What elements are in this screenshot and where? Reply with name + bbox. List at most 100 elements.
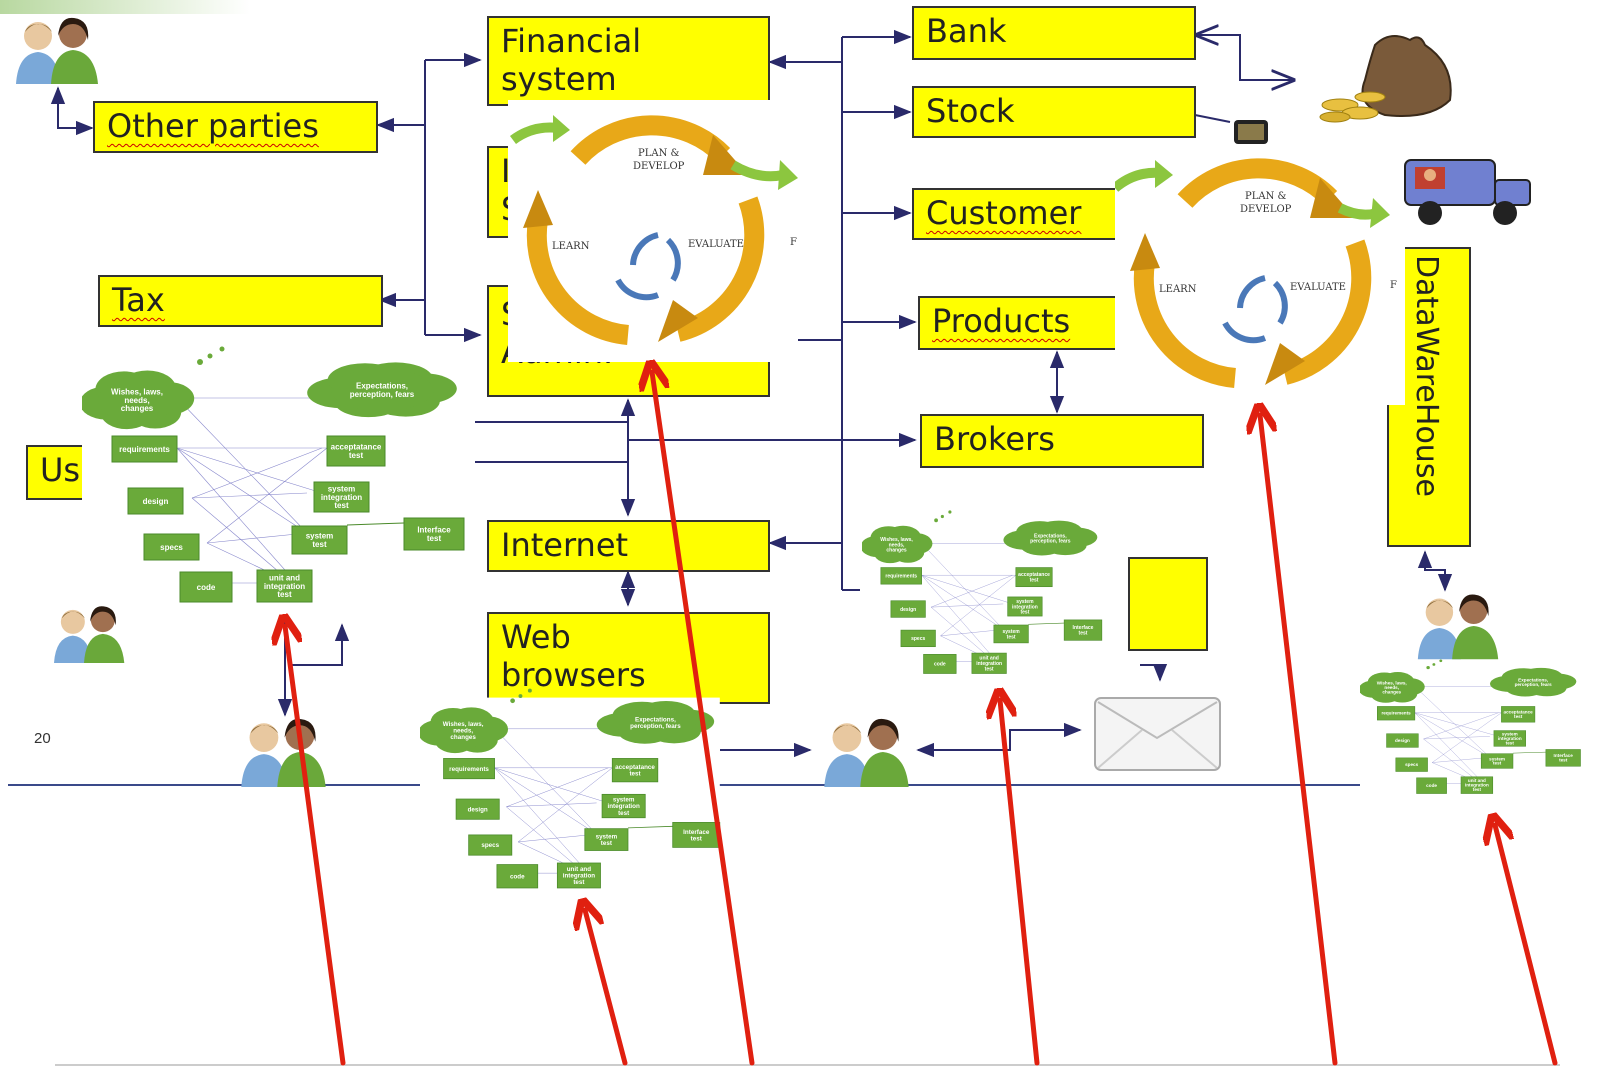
brokers-label: Brokers xyxy=(934,420,1055,458)
bank-label: Bank xyxy=(926,12,1007,50)
pdca-plan-2: PLAN & xyxy=(1245,191,1287,202)
wishes-label: Wishes, laws,needs,changes xyxy=(443,721,484,741)
other-parties-label: Other parties xyxy=(107,107,319,145)
vm-design-box xyxy=(890,600,926,618)
vm-specs-box xyxy=(900,629,936,648)
red-arrow-6 xyxy=(1495,825,1558,1066)
vm-code: code xyxy=(934,662,946,668)
web-browsers-label: Web browsers xyxy=(501,618,646,694)
vm-design: design xyxy=(1395,738,1410,743)
expectations-cloud xyxy=(596,701,715,744)
vm-unit-integration-box xyxy=(971,652,1007,674)
vm-code-box xyxy=(496,864,539,889)
vmodel-3: Wishes, laws,needs,changesExpectations,p… xyxy=(862,510,1103,685)
conn-people-other xyxy=(50,86,94,136)
vm-requirements: requirements xyxy=(1381,711,1411,716)
vm-interface-box xyxy=(1545,749,1581,767)
vm-system-integration-box xyxy=(601,793,646,819)
red-arrow-5 xyxy=(1260,415,1338,1066)
vm-system-test-box xyxy=(993,624,1029,644)
box-bank: Bank xyxy=(912,6,1196,60)
conn-users-loop xyxy=(290,623,350,666)
vm-specs: specs xyxy=(481,842,499,849)
wishes-cloud xyxy=(420,707,509,754)
vm-code: code xyxy=(510,873,525,880)
wishes-label: Wishes, laws,needs,changes xyxy=(111,387,163,413)
vm-requirements-box xyxy=(111,435,178,463)
pdca-ring xyxy=(510,115,798,345)
pdca-f-2: F xyxy=(1390,280,1397,291)
vm-interface-box xyxy=(672,822,721,848)
vm-system-integration-box xyxy=(313,481,370,513)
pdca-learn-2: LEARN xyxy=(1159,284,1197,295)
envelope-icon xyxy=(1094,697,1221,771)
box-partial-right xyxy=(1128,557,1208,651)
expectations-label: Expectations,perception, fears xyxy=(1515,678,1553,687)
vm-system-test-box xyxy=(1480,753,1514,769)
box-web-browsers: Web browsers xyxy=(487,612,770,704)
stock-label: Stock xyxy=(926,92,1015,130)
vm-specs-box xyxy=(143,533,200,561)
vm-design-box xyxy=(455,798,500,820)
vm-requirements-box xyxy=(1377,706,1416,721)
vm-system-integration-box xyxy=(1493,730,1526,747)
box-financial-system: Financial system xyxy=(487,16,770,106)
people-icon-4 xyxy=(824,718,909,787)
red-arrow-1 xyxy=(285,626,346,1066)
red-arrow-4 xyxy=(1000,700,1040,1066)
conn-box-envelope xyxy=(1140,663,1168,682)
truck-icon xyxy=(1404,159,1531,225)
vm-unit-integration-box xyxy=(556,862,601,889)
expectations-label: Expectations,perception, fears xyxy=(350,382,415,399)
vm-design: design xyxy=(468,806,488,813)
vmodel-links xyxy=(1414,686,1502,784)
wishes-label: Wishes, laws,needs,changes xyxy=(880,537,913,554)
pdca-f: F xyxy=(790,237,797,248)
wishes-label: Wishes, laws,needs,changes xyxy=(1377,681,1407,695)
box-users: Us xyxy=(26,445,86,500)
phone-icon xyxy=(1234,120,1268,144)
money-bag-icon xyxy=(1319,35,1452,123)
vm-requirements: requirements xyxy=(449,766,489,773)
vm-code: code xyxy=(197,583,216,592)
conn-bank-bag xyxy=(1197,35,1293,80)
pdca-learn: LEARN xyxy=(552,241,590,252)
pdca-inner-cycle xyxy=(615,232,681,301)
vm-specs: specs xyxy=(911,636,925,642)
expectations-cloud xyxy=(1489,667,1577,697)
slide-number: 20 xyxy=(34,730,51,747)
people-icon-5 xyxy=(1417,594,1499,660)
vm-design-box xyxy=(1386,733,1419,748)
users-label: Us xyxy=(40,451,81,489)
vm-requirements-box xyxy=(880,567,922,585)
vm-unit-integration-box xyxy=(256,569,313,603)
vm-code-box xyxy=(1416,777,1447,794)
vm-unit-integration-box xyxy=(1460,776,1494,794)
pdca-plan: PLAN & xyxy=(638,148,680,159)
people-icon-3 xyxy=(241,718,326,787)
vm-requirements: requirements xyxy=(119,445,170,454)
expectations-label: Expectations,perception, fears xyxy=(630,716,681,730)
vm-acceptance-box xyxy=(1015,567,1053,588)
conn-stock-phone xyxy=(1189,113,1231,123)
vmodel-1: Wishes, laws,needs,changes Expectations,p… xyxy=(82,346,465,620)
tax-label: Tax xyxy=(112,281,165,319)
people-icon-2 xyxy=(54,606,125,663)
vmodel-2: Wishes, laws,needs,changes Expectations,p… xyxy=(420,688,721,902)
wishes-cloud xyxy=(1360,672,1425,703)
